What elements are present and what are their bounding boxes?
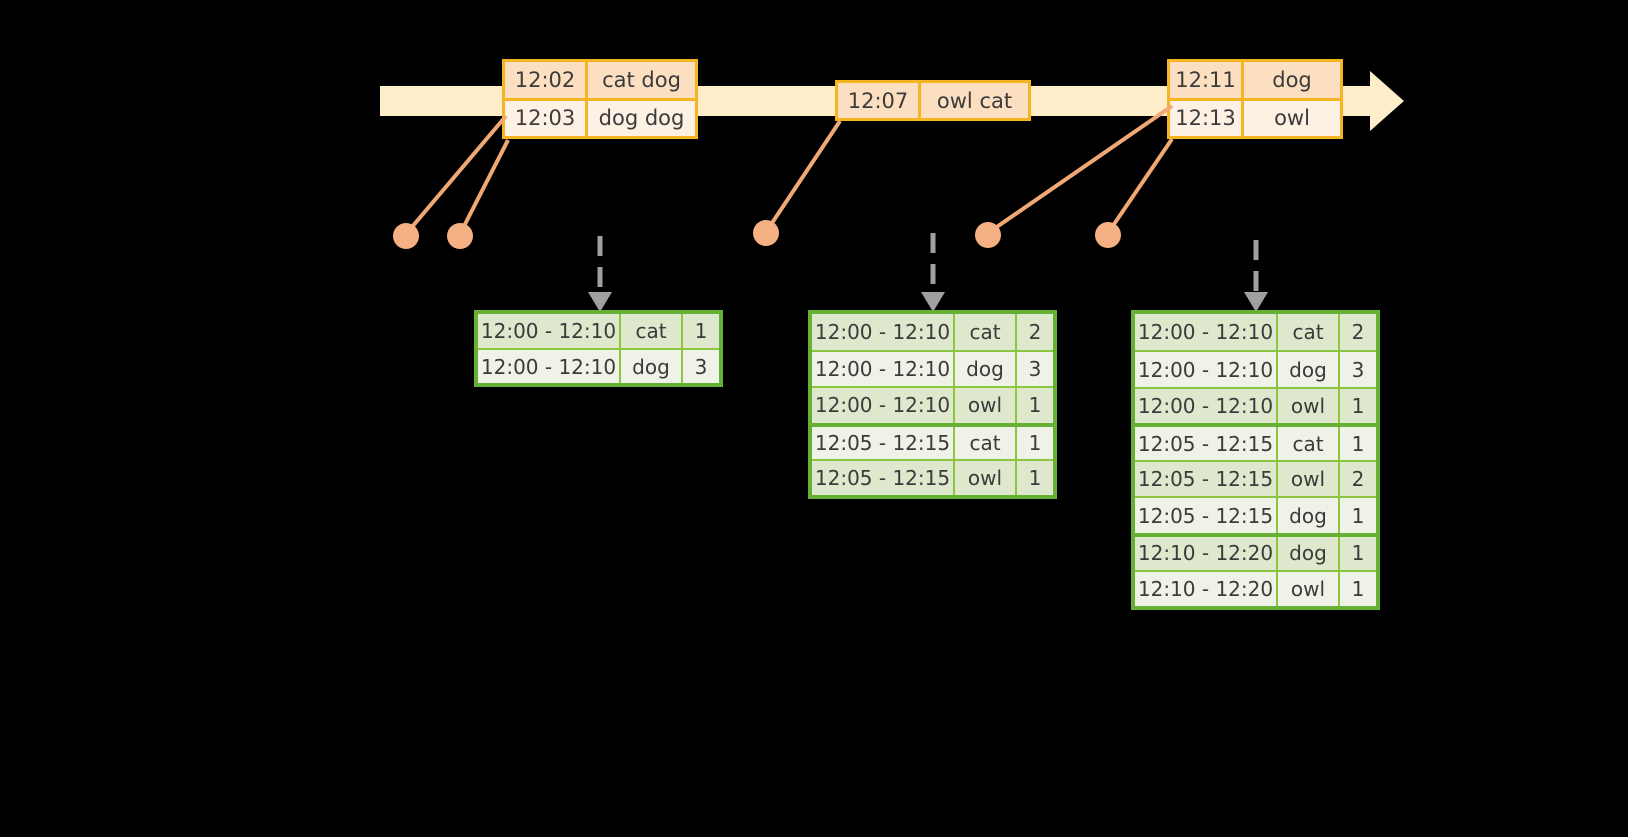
cell-window: 12:00 - 12:10 xyxy=(478,350,621,383)
connector-dot xyxy=(975,222,1001,248)
cell-key: dog xyxy=(1278,536,1340,570)
cell-key: owl xyxy=(955,460,1017,495)
event-time: 12:02 xyxy=(505,62,588,98)
table-row[interactable]: 12:00 - 12:10 dog 3 xyxy=(478,348,719,383)
cell-count: 2 xyxy=(1351,467,1365,492)
cell-count: 1 xyxy=(1351,576,1365,601)
cell-window: 12:00 - 12:10 xyxy=(812,388,955,423)
cell-window: 12:05 - 12:15 xyxy=(1135,498,1278,533)
cell-key: cat xyxy=(1278,427,1340,460)
cell-key: dog xyxy=(1278,498,1340,533)
connector-dot xyxy=(753,220,779,246)
table-row[interactable]: 12:00 - 12:10 cat 2 xyxy=(1135,314,1376,351)
event-value: dog xyxy=(1272,67,1312,92)
event-group-2[interactable]: 12:07 owl cat xyxy=(835,80,1031,121)
event-row[interactable]: 12:03 dog dog xyxy=(505,97,695,136)
cell-count: 1 xyxy=(1028,393,1042,418)
cell-key: cat xyxy=(955,314,1017,351)
cell-count: 1 xyxy=(1351,541,1365,566)
cell-count: 1 xyxy=(1351,431,1365,456)
table-row[interactable]: 12:00 - 12:10 cat 1 xyxy=(478,314,719,349)
event-time: 12:07 xyxy=(838,83,921,118)
table-row[interactable]: 12:10 - 12:20 owl 1 xyxy=(1135,569,1376,607)
cell-key: owl xyxy=(1278,388,1340,424)
event-time: 12:13 xyxy=(1170,100,1244,136)
flow-arrows xyxy=(597,233,1259,292)
result-table-2[interactable]: 12:00 - 12:10 cat 2 12:00 - 12:10 dog 3 … xyxy=(808,310,1057,499)
cell-window: 12:05 - 12:15 xyxy=(812,460,955,495)
connector-dot xyxy=(447,223,473,249)
event-row[interactable]: 12:13 owl xyxy=(1170,97,1340,136)
cell-window: 12:05 - 12:15 xyxy=(1135,427,1278,460)
table-row[interactable]: 12:05 - 12:15 dog 1 xyxy=(1135,496,1376,533)
event-row[interactable]: 12:11 dog xyxy=(1170,62,1340,98)
event-row[interactable]: 12:02 cat dog xyxy=(505,62,695,98)
cell-key: cat xyxy=(1278,314,1340,351)
cell-key: cat xyxy=(955,426,1017,459)
table-row[interactable]: 12:05 - 12:15 owl 1 xyxy=(812,458,1053,495)
table-row[interactable]: 12:00 - 12:10 dog 3 xyxy=(1135,350,1376,387)
event-group-3[interactable]: 12:11 dog 12:13 owl xyxy=(1167,59,1343,139)
event-value: owl xyxy=(1274,106,1310,131)
cell-count: 1 xyxy=(1028,465,1042,490)
flow-arrowhead-icon xyxy=(588,292,612,312)
flow-arrowhead-icon xyxy=(1244,292,1268,312)
cell-count: 3 xyxy=(1351,357,1365,382)
connector-dot xyxy=(393,223,419,249)
table-row[interactable]: 12:05 - 12:15 cat 1 xyxy=(812,422,1053,459)
table-row[interactable]: 12:05 - 12:15 cat 1 xyxy=(1135,423,1376,460)
event-value: owl cat xyxy=(936,88,1013,113)
cell-key: owl xyxy=(1278,571,1340,607)
table-row[interactable]: 12:00 - 12:10 owl 1 xyxy=(812,386,1053,423)
cell-window: 12:10 - 12:20 xyxy=(1135,571,1278,607)
cell-count: 1 xyxy=(1351,394,1365,419)
table-row[interactable]: 12:05 - 12:15 owl 2 xyxy=(1135,459,1376,497)
cell-window: 12:00 - 12:10 xyxy=(812,314,955,351)
cell-count: 1 xyxy=(694,319,708,344)
cell-count: 2 xyxy=(1028,320,1042,345)
cell-window: 12:05 - 12:15 xyxy=(1135,461,1278,497)
flow-arrowheads xyxy=(588,292,1268,312)
cell-count: 3 xyxy=(694,354,708,379)
cell-key: dog xyxy=(1278,352,1340,387)
cell-key: dog xyxy=(955,352,1017,387)
result-table-1[interactable]: 12:00 - 12:10 cat 1 12:00 - 12:10 dog 3 xyxy=(474,310,723,387)
connector-dots xyxy=(393,220,1121,249)
table-row[interactable]: 12:00 - 12:10 owl 1 xyxy=(1135,386,1376,424)
connector-dot xyxy=(1095,222,1121,248)
cell-key: dog xyxy=(621,350,683,383)
cell-count: 1 xyxy=(1028,430,1042,455)
table-row[interactable]: 12:10 - 12:20 dog 1 xyxy=(1135,532,1376,570)
cell-key: cat xyxy=(621,314,683,349)
cell-window: 12:00 - 12:10 xyxy=(1135,314,1278,351)
table-row[interactable]: 12:00 - 12:10 cat 2 xyxy=(812,314,1053,351)
event-time: 12:11 xyxy=(1170,62,1244,98)
cell-count: 1 xyxy=(1351,503,1365,528)
cell-window: 12:00 - 12:10 xyxy=(1135,352,1278,387)
event-group-1[interactable]: 12:02 cat dog 12:03 dog dog xyxy=(502,59,698,139)
cell-window: 12:00 - 12:10 xyxy=(1135,388,1278,424)
cell-count: 3 xyxy=(1028,357,1042,382)
table-row[interactable]: 12:00 - 12:10 dog 3 xyxy=(812,350,1053,387)
cell-key: owl xyxy=(955,388,1017,423)
cell-window: 12:00 - 12:10 xyxy=(478,314,621,349)
event-value: dog dog xyxy=(598,106,685,131)
cell-key: owl xyxy=(1278,461,1340,497)
cell-window: 12:05 - 12:15 xyxy=(812,426,955,459)
cell-count: 2 xyxy=(1351,320,1365,345)
result-table-3[interactable]: 12:00 - 12:10 cat 2 12:00 - 12:10 dog 3 … xyxy=(1131,310,1380,610)
event-row[interactable]: 12:07 owl cat xyxy=(838,83,1028,118)
timeline-arrowhead-icon xyxy=(1370,71,1404,131)
cell-window: 12:00 - 12:10 xyxy=(812,352,955,387)
flow-arrowhead-icon xyxy=(921,292,945,312)
event-time: 12:03 xyxy=(505,100,588,136)
event-value: cat dog xyxy=(602,67,681,92)
cell-window: 12:10 - 12:20 xyxy=(1135,536,1278,570)
